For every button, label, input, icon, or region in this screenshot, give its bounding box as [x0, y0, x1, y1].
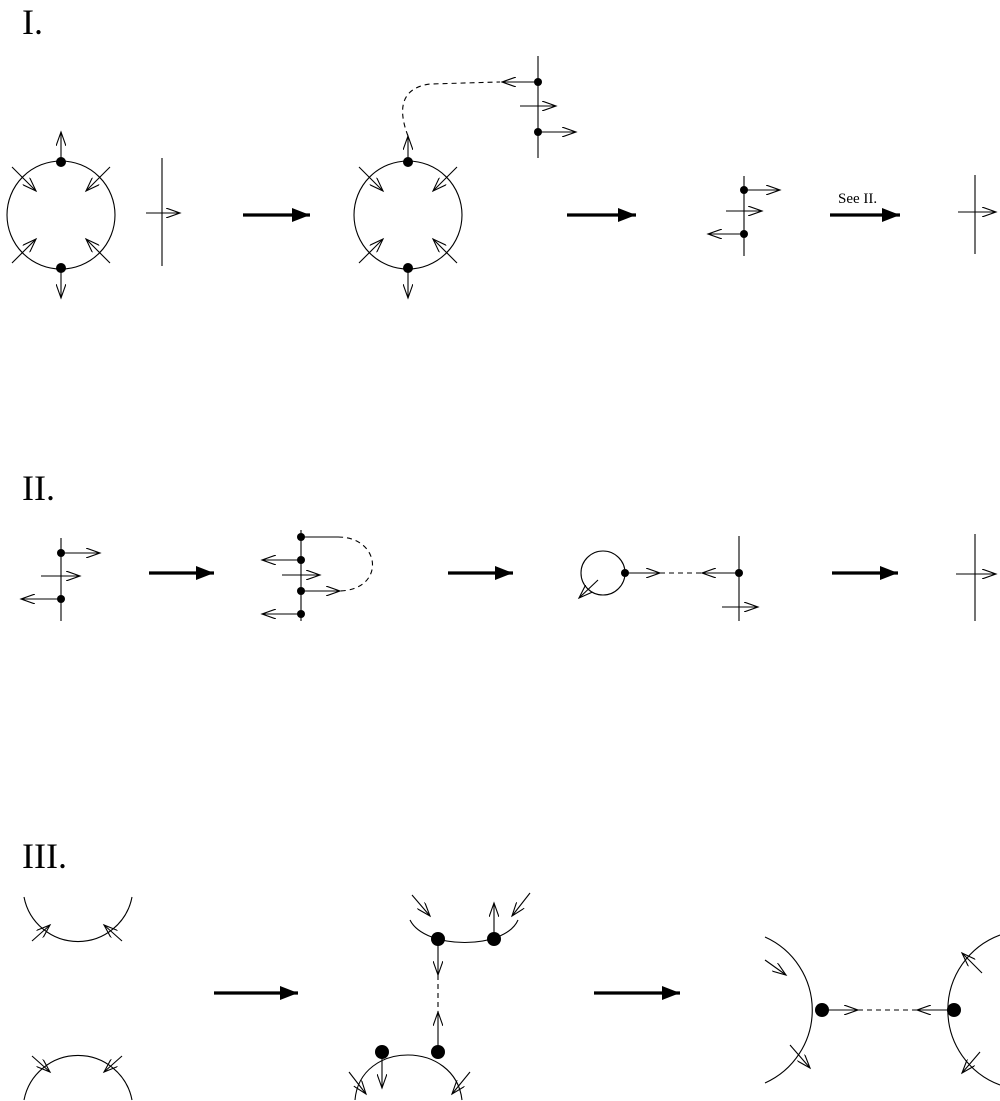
- section-ii-figure-4: [956, 534, 996, 621]
- see-ii-annotation: See II.: [838, 191, 877, 207]
- section-i-figure-3: [708, 176, 780, 256]
- section-label-ii: II.: [22, 468, 55, 508]
- section-iii-figure-3: [764, 934, 1000, 1086]
- section-i-figure-2: [353, 56, 576, 298]
- section-label-i: I.: [22, 2, 43, 42]
- section-i-figure-1: [6, 132, 180, 298]
- section-i-figure-4: [958, 175, 996, 254]
- section-label-iii: III.: [22, 836, 67, 876]
- section-iii-figure-1: [23, 896, 133, 1101]
- section-ii-figure-2: [262, 530, 373, 621]
- section-ii-figure-1: [21, 538, 100, 621]
- section-iii-figure-2: [348, 892, 531, 1101]
- section-ii-figure-3: [579, 536, 758, 621]
